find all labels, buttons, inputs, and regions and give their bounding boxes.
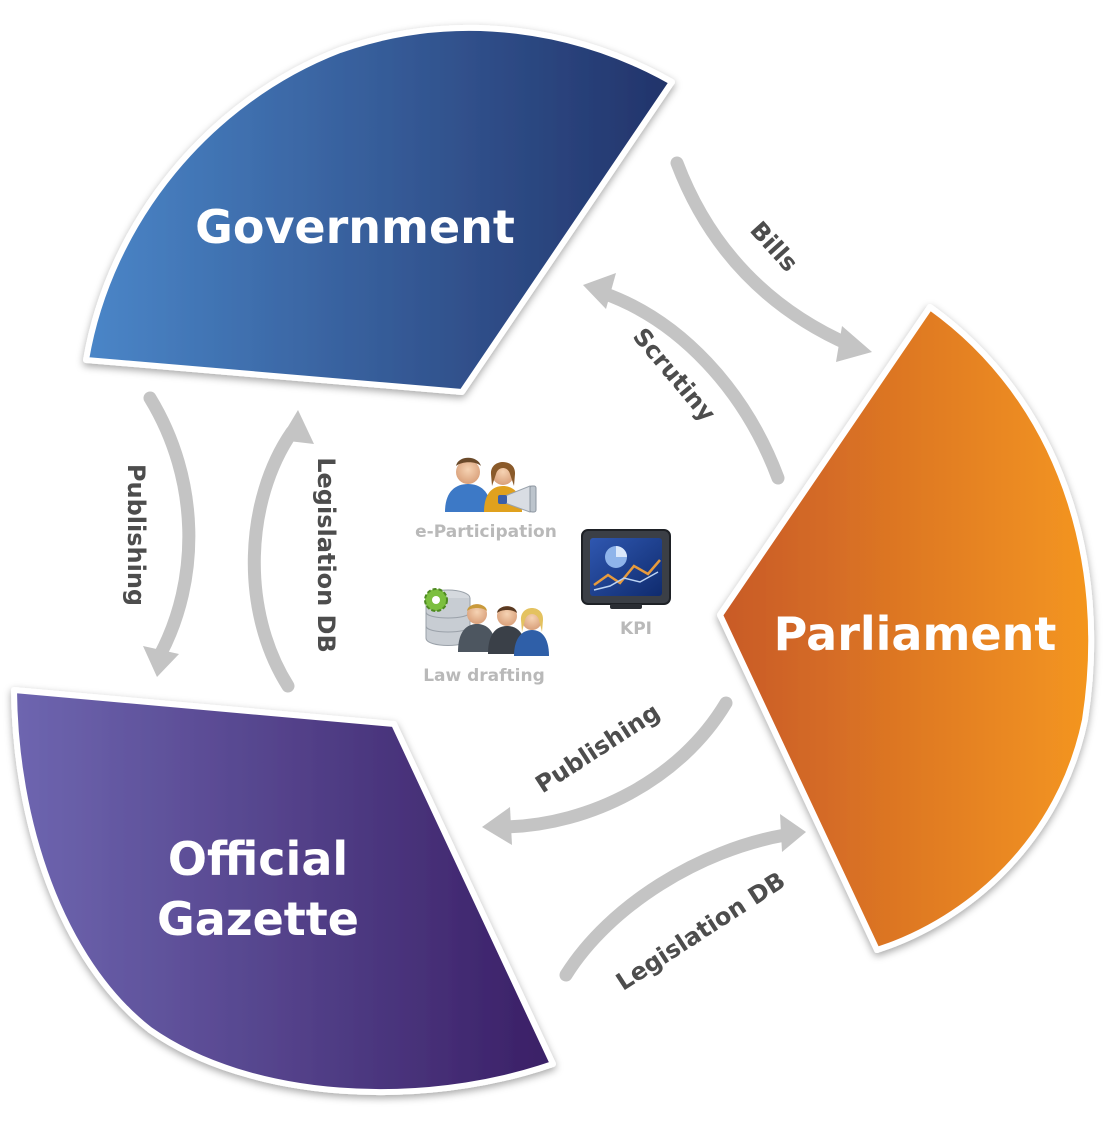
legislation-db-government-arrow-label: Legislation DB [312,457,340,653]
government-label: Government [195,200,515,254]
people-megaphone-icon [445,457,537,513]
publishing-parliament-arrow [482,696,733,845]
kpi-label: KPI [620,619,652,639]
gazette-label-line2: Gazette [157,892,359,946]
publishing-government-arrow [143,391,196,677]
parliament-label: Parliament [774,607,1057,661]
bills-arrow [670,156,872,362]
e-participation-label: e-Participation [415,522,557,542]
gazette-label-line1: Official [168,832,348,886]
legislation-db-parliament-arrow-label: Legislation DB [611,866,790,996]
kpi-monitor-icon [581,529,671,609]
bills-arrow-label: Bills [744,216,803,277]
legislation-db-parliament-arrow [559,814,806,982]
government-segment [83,24,675,395]
legislation-db-government-arrow [247,410,314,693]
gazette-segment [11,687,556,1095]
parliament-segment [717,304,1095,953]
law-drafting-label: Law drafting [423,666,545,686]
scrutiny-arrow [583,273,785,485]
publishing-government-arrow-label: Publishing [122,464,150,606]
law-drafting-icon [424,588,549,656]
